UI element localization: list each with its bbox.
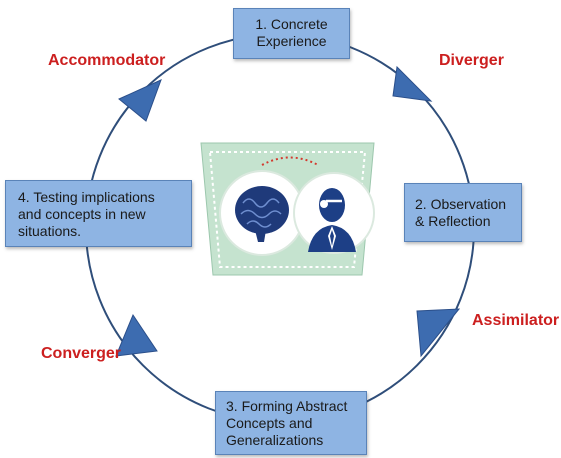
person-icon xyxy=(293,172,375,254)
cycle-arrow-top-left xyxy=(118,79,162,122)
cycle-arrow-top-right xyxy=(392,65,433,102)
center-image xyxy=(200,142,375,276)
stage-1-concrete-experience: 1. Concrete Experience xyxy=(233,8,350,59)
style-label-assimilator: Assimilator xyxy=(472,312,560,329)
cycle-arrow-bottom-right xyxy=(416,308,461,358)
stage-2-observation-reflection: 2. Observation & Reflection xyxy=(404,183,522,242)
style-label-converger: Converger xyxy=(41,345,122,362)
cycle-arrow-bottom-left xyxy=(115,313,158,357)
stage-4-testing-implications: 4. Testing implications and concepts in … xyxy=(5,180,192,247)
stage-3-abstract-concepts: 3. Forming Abstract Concepts and General… xyxy=(215,391,367,455)
brain-icon xyxy=(219,170,305,256)
style-label-diverger: Diverger xyxy=(439,52,504,69)
style-label-accommodator: Accommodator xyxy=(48,52,166,69)
connection-arc xyxy=(261,156,319,166)
center-panel-inner xyxy=(208,151,367,268)
